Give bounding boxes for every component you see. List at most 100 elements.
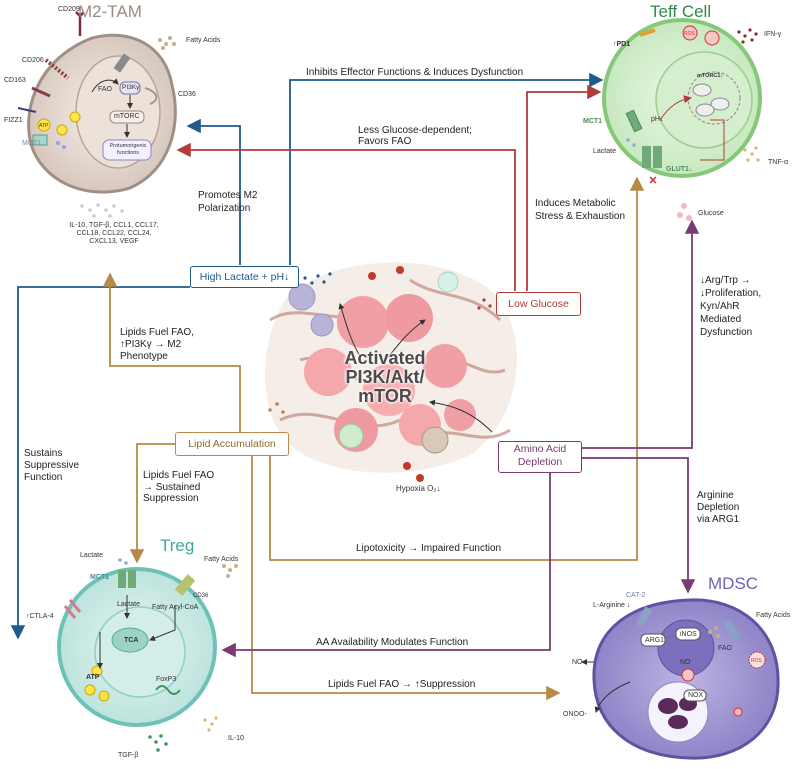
sustains-line-2: Suppressive (24, 460, 80, 471)
m2-tam-title: M2-TAM (78, 2, 142, 21)
sustains-line-1: Sustains (24, 448, 63, 459)
lipotoxicity-label: Lipotoxicity → Impaired Function (356, 543, 502, 554)
inhibits-effector-label: Inhibits Effector Functions & Induces Dy… (306, 67, 524, 78)
lipids-treg-label: Lipids Fuel FAO → Sustained Suppression (143, 470, 214, 505)
teff-ros-label: ROS (684, 31, 695, 37)
mdsc-cell (581, 598, 780, 760)
arg-trp-label: ↓Arg/Trp → ↓Proliferation, Kyn/AhR Media… (700, 274, 761, 339)
amino-box-line-1: Amino Acid (513, 443, 567, 455)
m2-mct1-label: MCT1 (22, 140, 42, 147)
treg-lactate-inner-label: Lactate (117, 601, 140, 608)
lipids-m2-line-1: Lipids Fuel FAO, (120, 327, 194, 338)
arg-trp-line-4: Mediated (700, 314, 742, 325)
lipids-treg-line-3: Suppression (143, 493, 199, 504)
lipids-m2-line-3: Phenotype (120, 351, 168, 362)
teff-title: Teff Cell (650, 2, 712, 21)
treg-title: Treg (160, 536, 195, 555)
treg-fatty-acids-label: Fatty Acids (204, 556, 239, 563)
mdsc-title: MDSC (708, 574, 759, 593)
mdsc-onoo-label: ONOO- (563, 711, 587, 718)
teff-tnf-label: TNF-α (768, 159, 788, 166)
lipids-suppression-label: Lipids Fuel FAO → ↑Suppression (328, 679, 476, 690)
m2-cytokines-line-2: CCL18, CCL22, CCL24, (76, 230, 152, 237)
teff-glucose-label: Glucose (698, 210, 724, 217)
m2-fizz1-label: FIZZ1 (4, 117, 23, 124)
mdsc-no-out-label: NO (572, 659, 583, 666)
arrow-lipotoxicity (269, 176, 645, 561)
mdsc-arg1-label: ARG1 (645, 637, 665, 644)
center-title-line-1: Activated (344, 348, 426, 368)
amino-acid-depletion-box: Amino Acid Depletion (498, 441, 582, 473)
arrow-aa-availability (221, 470, 551, 658)
teff-glut1-label: GLUT1↓ (666, 166, 693, 173)
teff-cell (602, 18, 762, 221)
m2-mtorc-node (109, 110, 145, 124)
m2-cd163-label: CD163 (4, 77, 26, 84)
treg-fatty-acyl-label: Fatty Acyl-CoA (152, 604, 199, 611)
arginine-line-2: Depletion (697, 502, 740, 513)
treg-il10-label: IL-10 (228, 735, 244, 742)
lipid-accumulation-box: Lipid Accumulation (175, 432, 289, 456)
high-lactate-box: High Lactate + pH↓ (190, 266, 299, 288)
arginine-depletion-label: Arginine Depletion via ARG1 (697, 490, 739, 526)
m2-protumorigenic-label: Protumorigenic functions (109, 143, 147, 156)
treg-lactate-top-label: Lactate (80, 552, 103, 559)
mdsc-inos-label: iNOS (680, 631, 697, 638)
center-title-line-2: PI3K/Akt/ (345, 367, 425, 387)
teff-mtorc1-label: mTORC1↓ (697, 73, 724, 79)
m2-atp-label: ATP (39, 123, 49, 129)
promotes-m2-label: Promotes M2 Polarization (198, 189, 257, 215)
teff-pd1-label: ↑PD1 (613, 41, 631, 48)
mdsc-fatty-acids-label: Fatty Acids (756, 612, 791, 619)
arrow-less-glucose (176, 142, 516, 291)
treg-cd36-label: CD36 (193, 593, 209, 599)
amino-box-line-2: Depletion (517, 456, 563, 468)
mdsc-cat2-label: CAT-2 (626, 592, 646, 599)
aa-availability-label: AA Availability Modulates Function (316, 637, 469, 648)
treg-cell (57, 558, 238, 752)
treg-tca-node (111, 627, 149, 653)
treg-mct1-label: MCT1 (90, 574, 110, 581)
treg-tca-label: TCA (124, 637, 139, 644)
promotes-m2-line-2: Polarization (198, 203, 251, 214)
mdsc-nox-label: NOX (688, 692, 704, 699)
arg-trp-line-1: ↓Arg/Trp → (700, 275, 751, 286)
mdsc-larginine-label: L-Arginine ↓ (593, 602, 631, 609)
treg-tgf-label: TGF-β (118, 752, 139, 759)
less-glucose-label: Less Glucose-dependent; Favors FAO (358, 125, 472, 147)
arrow-arg-trp (580, 219, 700, 449)
induces-stress-line-1: Induces Metabolic (535, 198, 616, 209)
less-glucose-line-1: Less Glucose-dependent; (358, 125, 472, 136)
arrow-sustains-suppressive (10, 286, 190, 640)
arrow-lipids-treg (129, 443, 175, 564)
tumor-microenvironment (265, 262, 517, 482)
treg-atp-label: ATP (86, 674, 100, 681)
hypoxia-label: Hypoxia O₂↓ (396, 484, 441, 493)
arrow-inhibits-effector (289, 72, 604, 265)
lipids-treg-line-1: Lipids Fuel FAO (143, 470, 215, 481)
treg-ctla4-label: ↑CTLA-4 (26, 613, 54, 620)
lipids-treg-line-2: → Sustained (143, 481, 201, 493)
m2-cd36-label: CD36 (178, 91, 196, 98)
promotes-m2-line-1: Promotes M2 (198, 190, 258, 201)
mdsc-no-inner-label: NO (680, 659, 691, 666)
m2-fatty-acids-label: Fatty Acids (186, 37, 221, 44)
arginine-line-3: via ARG1 (697, 514, 740, 525)
m2-cytokines-line-3: CXCL13, VEGF (89, 238, 139, 245)
lipids-m2-label: Lipids Fuel FAO, ↑PI3Kγ → M2 Phenotype (120, 327, 194, 363)
arrow-promotes-m2 (186, 118, 241, 265)
sustains-label: Sustains Suppressive Function (24, 448, 79, 484)
m2-fao-label: FAO (98, 86, 113, 93)
arrow-lipids-m2 (102, 272, 241, 432)
arg-trp-line-3: Kyn/AhR (700, 301, 740, 312)
arrow-lipids-suppression (251, 456, 561, 701)
m2-cd209-label: CD209 (58, 6, 80, 13)
mdsc-ros-label: ROS (751, 658, 762, 664)
m2-cd206-label: CD206 (22, 57, 44, 64)
center-title-line-3: mTOR (358, 386, 412, 406)
m2-mtorc-label: mTORC (114, 113, 140, 120)
induces-stress-label: Induces Metabolic Stress & Exhaustion (535, 197, 625, 223)
arrow-induces-stress (526, 84, 602, 291)
